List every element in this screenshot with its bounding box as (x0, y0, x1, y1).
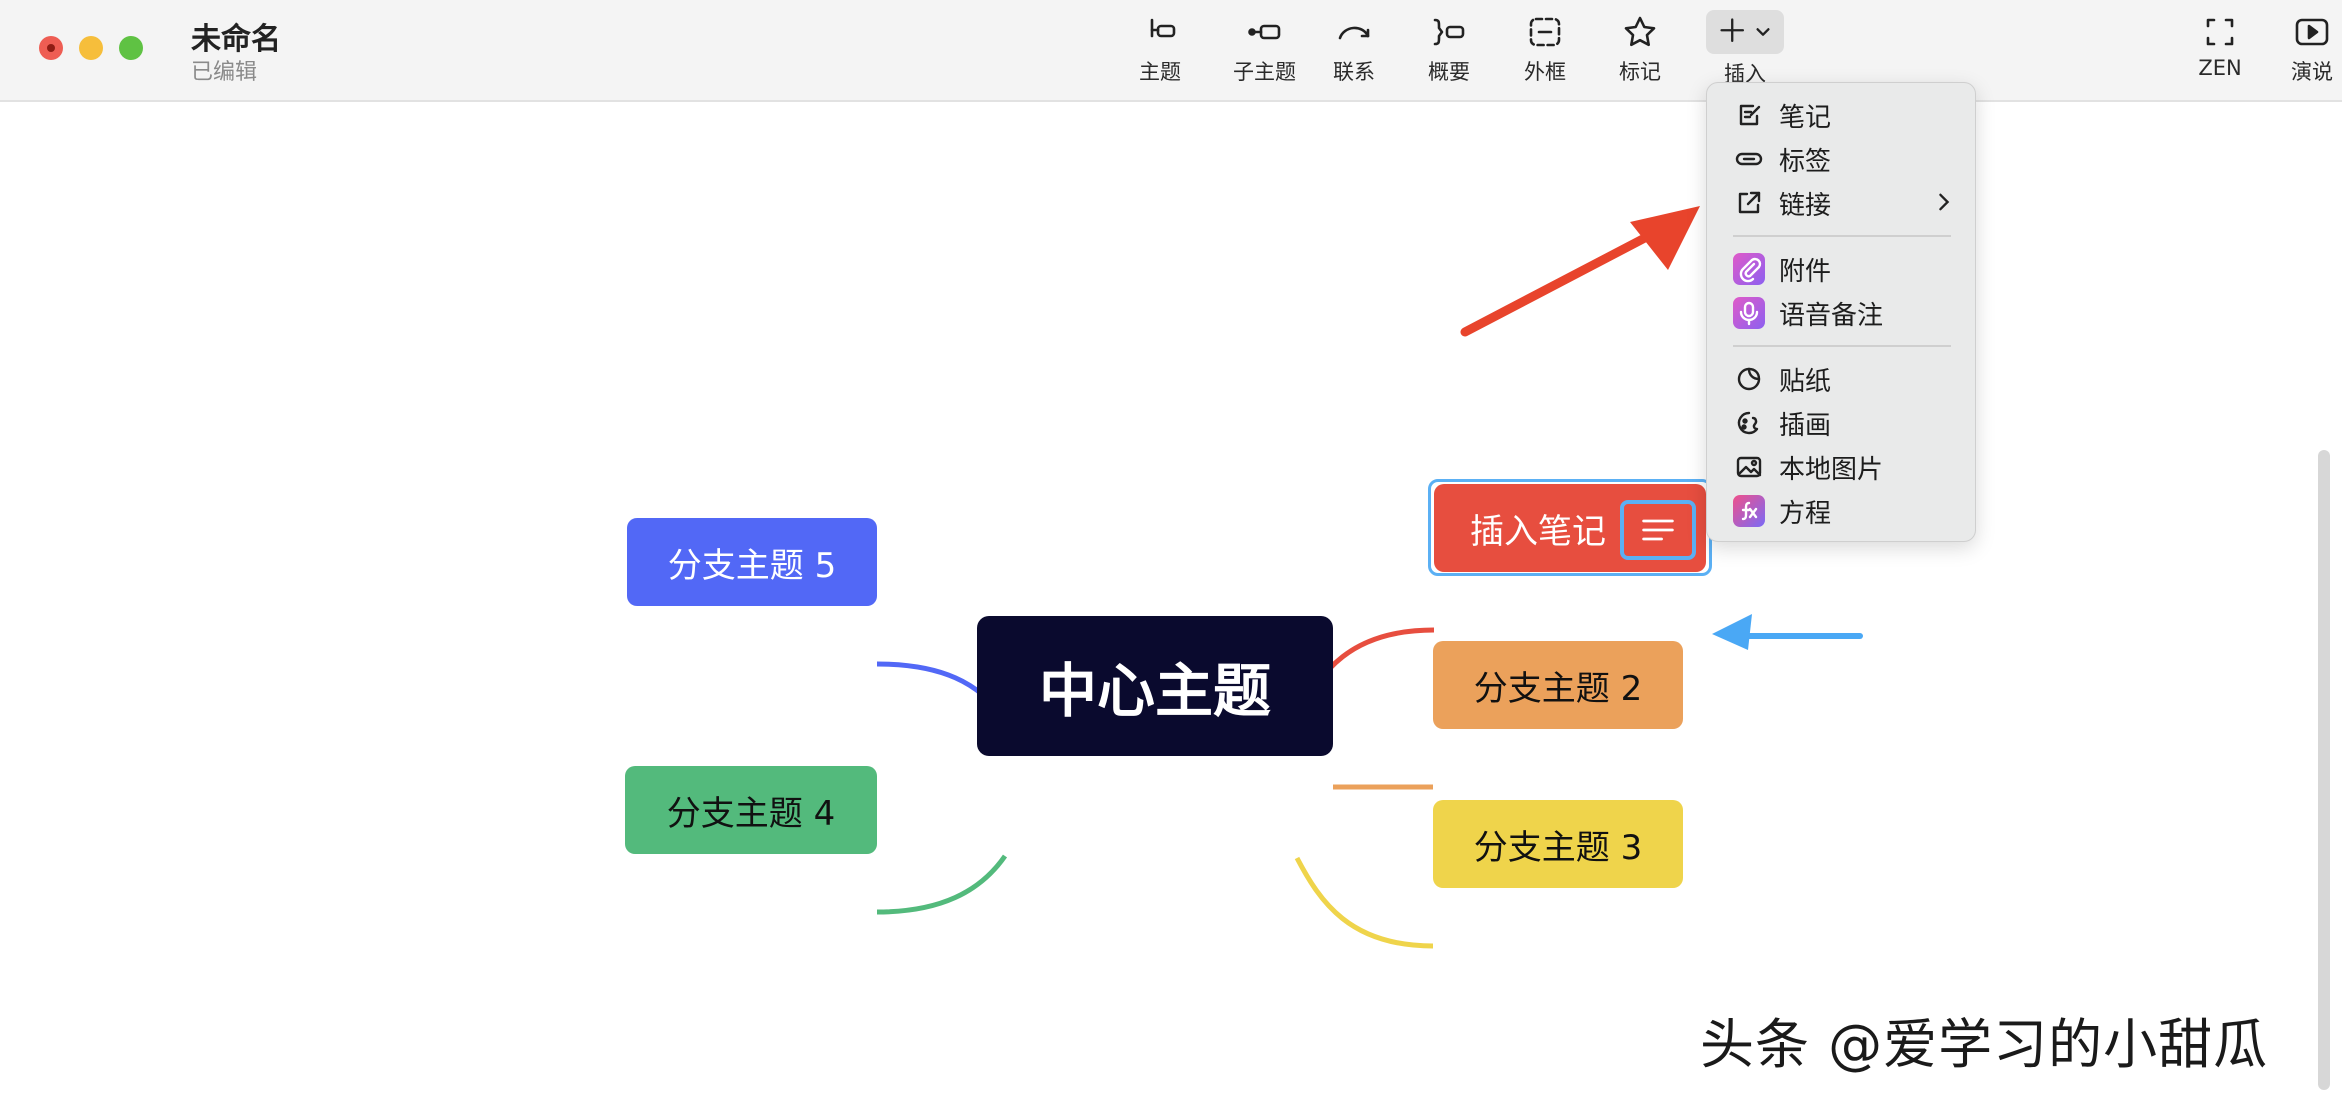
document-title: 未命名 (191, 22, 281, 57)
menu-item-label: 链接 (1779, 190, 1832, 221)
illustration-icon (1733, 407, 1765, 439)
present-label: 演说 (2291, 60, 2333, 84)
red-arrow-head (1630, 206, 1700, 270)
summary-button[interactable]: 概要 (1427, 12, 1471, 92)
branch-topic-2[interactable]: 分支主题 2 (1433, 641, 1683, 729)
subtopic-icon (1243, 12, 1287, 52)
topic-label: 主题 (1139, 60, 1181, 84)
menu-item-attachment[interactable]: 附件 (1733, 249, 1953, 289)
fullscreen-icon (2198, 12, 2242, 52)
image-icon (1733, 451, 1765, 483)
connection-lines (876, 206, 1863, 949)
menu-separator (1733, 345, 1951, 347)
summary-label: 概要 (1428, 60, 1470, 84)
menu-item-equation[interactable]: 方程 (1733, 491, 1953, 531)
link-branch-4 (876, 854, 1008, 915)
minimize-window-button[interactable] (79, 36, 103, 60)
relation-label: 联系 (1333, 60, 1375, 84)
menu-item-label: 贴纸 (1779, 366, 1832, 397)
chevron-down-icon (1756, 28, 1770, 36)
insert-dropdown[interactable] (1706, 10, 1784, 54)
menu-item-link[interactable]: 链接 (1733, 183, 1953, 223)
link-branch-3 (1294, 856, 1434, 949)
zen-label: ZEN (2198, 56, 2242, 80)
maximize-window-button[interactable] (119, 36, 143, 60)
relation-button[interactable]: 联系 (1332, 12, 1376, 92)
branch-topic-1-label: 插入笔记 (1470, 511, 1606, 552)
mindmap-canvas[interactable] (0, 102, 2342, 1100)
menu-item-local-image[interactable]: 本地图片 (1733, 447, 1953, 487)
menu-item-voice-note[interactable]: 语音备注 (1733, 293, 1953, 333)
present-button[interactable]: 演说 (2290, 12, 2334, 92)
external-link-icon (1733, 187, 1765, 219)
relation-curve-icon (1332, 12, 1376, 52)
note-indicator-icon[interactable] (1620, 500, 1696, 560)
branch-topic-5[interactable]: 分支主题 5 (627, 518, 877, 606)
note-edit-icon (1733, 99, 1765, 131)
blue-arrow-head (1712, 614, 1752, 650)
subtopic-label: 子主题 (1233, 60, 1296, 84)
marker-label: 标记 (1619, 60, 1661, 84)
chevron-right-icon (1935, 189, 1953, 219)
summary-bracket-icon (1427, 12, 1471, 52)
menu-item-label: 本地图片 (1779, 454, 1884, 485)
menu-item-illustration[interactable]: 插画 (1733, 403, 1953, 443)
menu-item-label: 笔记 (1779, 102, 1832, 133)
menu-item-tag[interactable]: 标签 (1733, 139, 1953, 179)
equation-icon (1733, 495, 1765, 527)
paperclip-icon (1733, 253, 1765, 285)
topic-button[interactable]: 主题 (1138, 12, 1182, 92)
vertical-scrollbar[interactable] (2318, 450, 2330, 1090)
zen-mode-button[interactable]: ZEN (2198, 12, 2242, 92)
subtopic-button[interactable]: 子主题 (1233, 12, 1296, 92)
document-status: 已编辑 (191, 60, 258, 85)
topic-icon (1138, 12, 1182, 52)
tag-link-icon (1733, 143, 1765, 175)
menu-item-label: 附件 (1779, 256, 1832, 287)
boundary-icon (1523, 12, 1567, 52)
menu-item-sticker[interactable]: 贴纸 (1733, 359, 1953, 399)
boundary-label: 外框 (1524, 60, 1566, 84)
sticker-icon (1733, 363, 1765, 395)
play-icon (2290, 12, 2334, 52)
close-window-button[interactable] (39, 36, 63, 60)
menu-item-label: 标签 (1779, 146, 1832, 177)
microphone-icon (1733, 297, 1765, 329)
central-topic[interactable]: 中心主题 (977, 616, 1333, 756)
branch-topic-4[interactable]: 分支主题 4 (625, 766, 877, 854)
menu-item-label: 语音备注 (1779, 300, 1884, 331)
plus-icon (1720, 18, 1745, 43)
red-annotation-arrow (1460, 225, 1665, 337)
branch-topic-3[interactable]: 分支主题 3 (1433, 800, 1683, 888)
menu-item-note[interactable]: 笔记 (1733, 95, 1953, 135)
menu-separator (1733, 235, 1951, 237)
menu-item-label: 方程 (1779, 498, 1832, 529)
menu-item-label: 插画 (1779, 410, 1832, 441)
boundary-button[interactable]: 外框 (1523, 12, 1567, 92)
marker-button[interactable]: 标记 (1618, 12, 1662, 92)
insert-menu: 笔记 标签 链接 附件 语音备注 贴纸 (1706, 82, 1976, 542)
watermark: 头条 @爱学习的小甜瓜 (1700, 1013, 2269, 1076)
insert-button[interactable]: 插入 (1706, 10, 1784, 92)
toolbar: 未命名 已编辑 主题 子主题 联系 概要 外框 标记 (0, 0, 2342, 102)
star-icon (1618, 12, 1662, 52)
